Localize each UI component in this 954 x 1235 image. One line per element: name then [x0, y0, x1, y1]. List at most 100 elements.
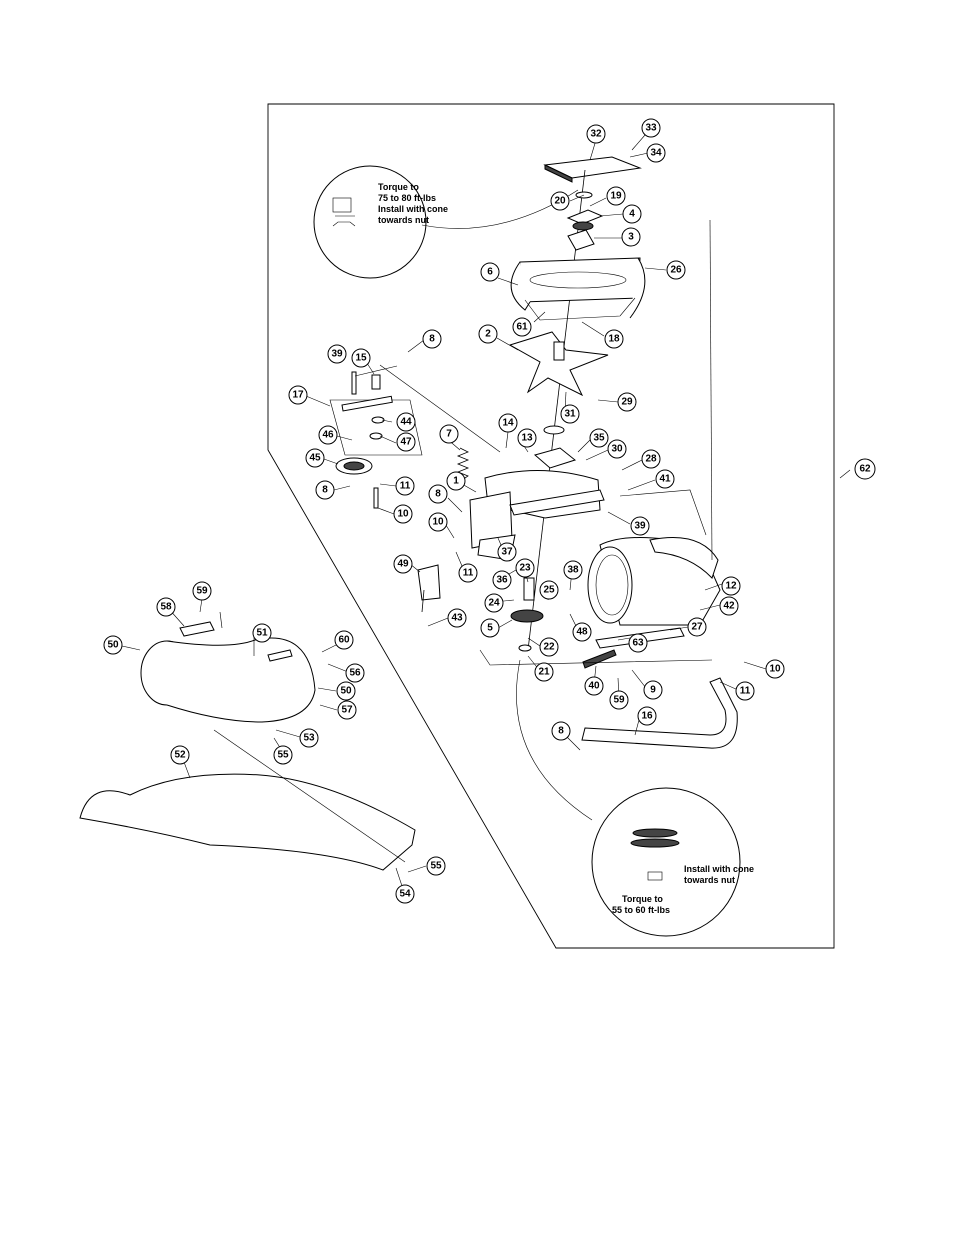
callout-39: 39	[630, 516, 650, 536]
upper-torque-note: Torque to	[378, 182, 419, 192]
upper-bearing	[572, 221, 594, 231]
callout-19: 19	[606, 186, 626, 206]
svg-text:20: 20	[554, 196, 566, 207]
svg-text:49: 49	[397, 559, 409, 570]
callout-11: 11	[395, 476, 415, 496]
callout-51: 51	[252, 623, 272, 643]
callout-18: 18	[604, 329, 624, 349]
callout-50: 50	[103, 635, 123, 655]
guide-line-4	[709, 219, 713, 561]
lower-bearing-cap	[543, 425, 565, 435]
svg-text:2: 2	[485, 329, 491, 340]
callout-55: 55	[273, 745, 293, 765]
svg-text:59: 59	[196, 586, 208, 597]
callout-16: 16	[637, 706, 657, 726]
callout-8: 8	[422, 329, 442, 349]
svg-text:50: 50	[107, 640, 119, 651]
svg-text:27: 27	[691, 622, 703, 633]
callout-33: 33	[641, 118, 661, 138]
callout-8: 8	[315, 480, 335, 500]
callout-1: 1	[446, 471, 466, 491]
guide-line-1	[379, 364, 501, 453]
callout-39: 39	[327, 344, 347, 364]
callout-61: 61	[512, 317, 532, 337]
svg-text:18: 18	[608, 334, 620, 345]
bolt-39	[351, 371, 357, 395]
callout-30: 30	[607, 439, 627, 459]
callout-13: 13	[517, 428, 537, 448]
svg-text:54: 54	[399, 889, 411, 900]
lower-torque-value: 55 to 60 ft-lbs	[612, 905, 670, 915]
svg-text:63: 63	[632, 638, 644, 649]
svg-text:30: 30	[611, 444, 623, 455]
lower-torque-note: Torque to	[622, 894, 663, 904]
upper-detail-nut	[332, 197, 352, 213]
callout-43: 43	[447, 608, 467, 628]
callout-36: 36	[492, 570, 512, 590]
svg-text:61: 61	[516, 322, 528, 333]
svg-text:9: 9	[650, 685, 656, 696]
callout-26: 26	[666, 260, 686, 280]
callout-3: 3	[621, 227, 641, 247]
callout-6: 6	[480, 262, 500, 282]
idler-bracket	[417, 564, 441, 601]
svg-text:39: 39	[331, 349, 343, 360]
long-chute	[79, 773, 416, 871]
callout-46: 46	[318, 425, 338, 445]
lower-detail-leader	[516, 659, 593, 821]
svg-text:53: 53	[303, 733, 315, 744]
callout-48: 48	[572, 622, 592, 642]
callout-50: 50	[336, 681, 356, 701]
callout-4: 4	[622, 204, 642, 224]
main-frame	[469, 469, 605, 561]
svg-text:11: 11	[463, 568, 474, 579]
svg-text:59: 59	[613, 695, 625, 706]
upper-install-note: Install with cone	[378, 204, 448, 214]
svg-text:10: 10	[397, 509, 409, 520]
callout-32: 32	[586, 124, 606, 144]
upper-detail-view: Torque to 75 to 80 ft-lbs Install with c…	[313, 165, 579, 279]
callout-8: 8	[428, 484, 448, 504]
svg-text:50: 50	[340, 686, 352, 697]
callout-38: 38	[563, 560, 583, 580]
svg-text:44: 44	[400, 417, 412, 428]
lower-detail-circle	[591, 787, 741, 937]
upper-detail-circle	[313, 165, 427, 279]
callout-22: 22	[539, 637, 559, 657]
callout-37: 37	[497, 542, 517, 562]
svg-text:56: 56	[349, 668, 361, 679]
callout-41: 41	[655, 469, 675, 489]
callout-bubbles: 32 33 34 20 19 4 3 6 26 61 18 2 8 39 15 …	[103, 118, 876, 904]
callout-53: 53	[299, 728, 319, 748]
callout-29: 29	[617, 392, 637, 412]
callout-45: 45	[305, 448, 325, 468]
svg-text:24: 24	[488, 598, 500, 609]
callout-52: 52	[170, 745, 190, 765]
spacer-15	[371, 374, 381, 390]
svg-text:39: 39	[634, 521, 646, 532]
callout-55: 55	[426, 856, 446, 876]
svg-text:55: 55	[430, 861, 442, 872]
callout-11: 11	[735, 681, 755, 701]
lower-detail-pulley-top	[632, 828, 678, 838]
callout-27: 27	[687, 617, 707, 637]
svg-text:41: 41	[659, 474, 671, 485]
svg-text:15: 15	[355, 353, 367, 364]
svg-text:28: 28	[645, 454, 657, 465]
svg-text:48: 48	[576, 627, 588, 638]
svg-text:10: 10	[769, 664, 781, 675]
callout-10: 10	[428, 512, 448, 532]
callout-25: 25	[539, 580, 559, 600]
svg-text:35: 35	[593, 433, 605, 444]
callout-40: 40	[584, 676, 604, 696]
svg-text:17: 17	[292, 390, 304, 401]
callout-10: 10	[393, 504, 413, 524]
pulley-hub-23	[523, 577, 535, 601]
svg-text:52: 52	[174, 750, 186, 761]
lower-install-note-2: towards nut	[684, 875, 735, 885]
impeller	[508, 331, 609, 397]
callout-14: 14	[498, 413, 518, 433]
lower-bearing-plate	[533, 447, 577, 469]
callout-35: 35	[589, 428, 609, 448]
